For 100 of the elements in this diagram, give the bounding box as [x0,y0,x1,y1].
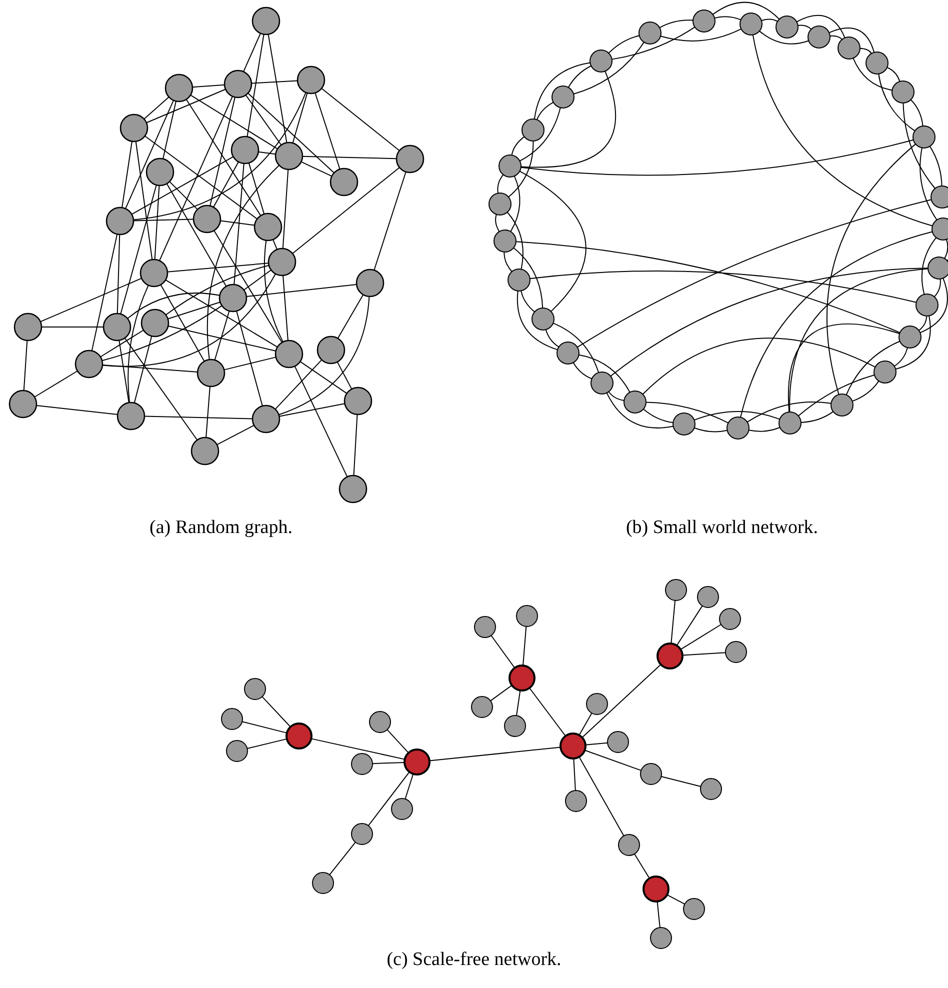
network-node [590,372,614,394]
edge-line [829,35,843,40]
network-node [830,394,854,416]
network-node [221,708,243,730]
network-node [516,605,538,627]
edge-line [246,34,264,138]
network-node [120,114,148,142]
network-node [638,22,662,44]
edge-line [519,107,561,162]
edge-line [920,278,948,334]
edge-line [508,140,534,198]
network-node [504,715,526,737]
edge-line [490,635,516,668]
edge-line [519,170,586,312]
edge-line [214,310,230,361]
network-node [532,308,554,330]
edge-line [126,292,220,319]
edge-line [242,32,262,72]
edge-line [520,70,616,168]
network-node [607,731,629,753]
network-node [351,823,373,845]
edge-line [102,364,198,372]
edge-line [752,34,933,226]
edge-line [642,408,674,424]
edge-line [247,92,335,174]
network-node [488,192,512,216]
edge-line [372,762,405,764]
network-node [351,753,373,775]
edge-line [292,166,400,254]
edge-line [920,147,938,220]
edge-line [124,100,174,210]
edge-line [534,62,591,120]
edge-line [929,146,942,186]
edge-line [192,84,226,88]
edge-line [166,262,270,272]
network-node [672,412,696,436]
edge-line [224,356,276,370]
edge-line [300,361,348,394]
edge-line [910,99,924,127]
edge-line [274,359,322,410]
network-node [338,474,368,504]
edge-line [368,771,410,826]
edge-line [165,264,270,316]
edge-line [895,315,931,370]
edge-line [210,96,236,206]
edge-line [584,742,608,746]
network-node [140,258,168,288]
edge-line [712,2,780,20]
edge-line [634,853,650,879]
network-node [296,66,326,94]
hub-node [508,664,536,692]
network-node [740,12,762,36]
network-node [565,790,587,812]
edge-line [515,241,900,334]
edge-line [798,374,875,416]
network-node [776,16,798,38]
network-node [146,158,174,186]
edge-line [522,626,527,666]
edge-line [128,284,149,404]
edge-line [682,652,726,656]
network-node [930,186,948,208]
edge-line [91,234,118,352]
edge-line [124,338,198,440]
network-node [14,312,42,342]
edge-line [234,162,244,286]
edge-line [428,746,562,762]
edge-line [552,322,600,374]
edge-line [606,392,674,428]
network-node [874,360,896,384]
edge-line [659,20,694,28]
edge-line [162,100,177,160]
edge-line [310,738,406,760]
network-node [552,86,574,108]
edge-line [374,171,406,271]
edge-line [680,624,722,650]
edge-line [573,758,576,792]
edge-line [243,270,272,290]
network-node [474,616,496,638]
edge-line [656,900,660,928]
edge-line [133,218,194,222]
network-node [586,693,608,715]
network-node [692,10,716,32]
edge-line [536,102,554,120]
edge-line [146,88,226,124]
edge-line [520,139,914,176]
edge-line [282,274,288,342]
edge-line [213,161,239,208]
edge-line [511,136,525,156]
edge-line [572,362,592,380]
network-node [556,342,580,364]
edge-line [250,80,298,84]
edge-line [545,329,560,348]
edge-line [852,380,880,402]
edge-line [826,144,916,395]
edge-line [828,28,875,53]
edge-line [902,102,936,189]
edge-line [186,98,262,216]
edge-line [490,684,512,702]
edge-line [168,326,276,352]
edge-line [220,220,256,226]
